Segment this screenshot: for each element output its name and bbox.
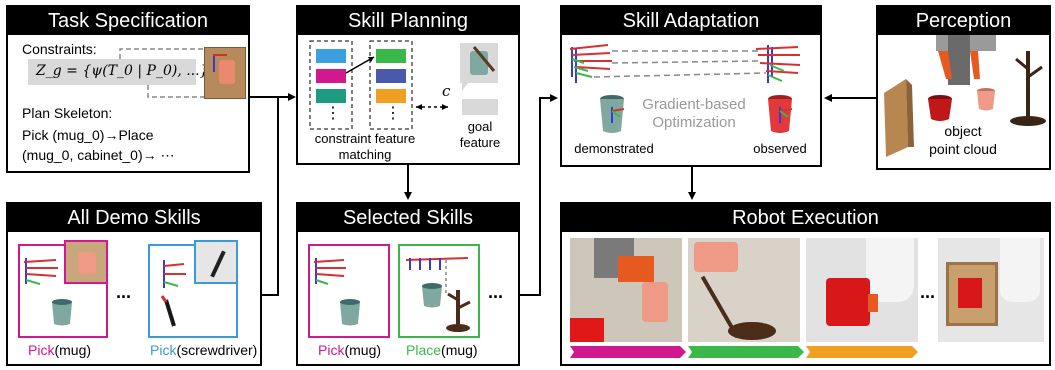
task-specification-panel: Task Specification Constraints: Z_g = {ψ… [6,5,250,173]
adaptation-graphic [569,44,801,133]
goal-feature-caption-1: goal [467,119,493,134]
constraint-formula-box: Z_g = {ψ(T_0 | P_0), ...} [28,59,208,85]
demo-skill-graphics [23,258,186,327]
selected-skills-title: Selected Skills [298,204,518,232]
constraints-label: Constraints: [22,41,97,57]
plan-skeleton-line-1: Pick (mug_0)→Place [22,127,154,143]
selected-pick-mug-icon [340,299,360,326]
selected-place-mug-icon [422,283,442,308]
demonstrated-label: demonstrated [574,141,654,156]
mug-in-cabinet-thumbnail [204,47,246,99]
all-demo-skills-title: All Demo Skills [8,204,260,232]
constraint-dashed-links [119,48,204,98]
selected-skill-graphics [313,257,471,332]
execution-frame-4 [938,238,1044,342]
selected-skill-2-label: Place(mug) [406,342,478,359]
plan-skeleton-line-2: (mug_0, cabinet_0)→ ⋯ [22,147,175,163]
robot-execution-title: Robot Execution [562,204,1049,232]
demo-skill-1-label: Pick(mug) [28,342,91,359]
demo-skill-pick-mug-zoom [64,240,108,284]
demonstrated-mug-icon [600,95,625,133]
selected-skills-panel: Selected Skills [296,202,520,366]
pick-mug-icon [52,299,72,326]
pick-screwdriver-icon [160,295,176,327]
goal-feature-caption-2: feature [459,135,501,150]
selected-skills-dots: ... [488,282,504,302]
feature-block-blue [316,49,346,63]
constraint-formula: Z_g = {ψ(T_0 | P_0), ...} [36,63,209,79]
c-label: c [442,82,451,100]
demo-skill-pick-screwdriver-zoom [194,240,238,284]
feature-block-green [376,49,406,63]
perception-caption-2: point cloud [929,141,997,157]
constraint-matching-caption-2: matching [338,147,392,162]
selected-place-mug-box [398,244,480,338]
pick-phase-arrow [570,346,686,358]
selected-skill-2-verb: Place [406,342,442,358]
selected-pick-mug-box [308,244,390,338]
feature-matching-graphic [309,40,498,130]
execution-progress-arrows [570,346,918,358]
demo-skills-dots: ... [116,282,132,302]
demo-skill-1-object: (mug) [54,342,92,358]
execution-frame-1 [570,238,682,342]
optimization-caption-1: Gradient-based [642,96,746,113]
task-specification-title: Task Specification [8,7,248,35]
pick-mug-gripper-frames [23,258,58,285]
observed-label: observed [753,141,807,156]
feature-block-indigo [376,69,406,83]
observed-mug-icon [768,95,793,133]
place-phase-arrow [688,346,804,358]
selected-skill-1-verb: Pick [318,342,345,358]
skill-adaptation-title: Skill Adaptation [562,7,820,35]
selected-skill-2-object: (mug) [441,342,478,358]
demo-skill-pick-screwdriver-box [148,244,238,338]
demo-skill-2-object: (screwdriver) [176,342,258,358]
selected-place-frames [405,257,469,294]
optimization-caption-2: Optimization [652,114,736,131]
point-cloud-image [884,35,1046,157]
execution-frame-2 [688,238,800,342]
planning-left-ellipsis: ⋮ [325,105,341,122]
feature-block-teal [316,89,346,103]
demo-skill-1-verb: Pick [28,342,55,358]
skill-planning-panel: Skill Planning ⋮ ⋮ c constraint feature … [296,5,520,165]
demo-gripper-frames [569,44,612,83]
goal-feature-block [462,99,498,115]
skill-planning-title: Skill Planning [298,7,518,35]
third-phase-arrow [806,346,918,358]
demo-skill-2-label: Pick(screwdriver) [150,342,257,359]
perception-title: Perception [878,7,1049,35]
perception-panel: Perception object point cloud [876,5,1051,170]
plan-skeleton-label: Plan Skeleton: [22,105,113,121]
selected-skill-1-object: (mug) [344,342,382,358]
observed-gripper-frames [755,45,801,83]
planning-right-ellipsis: ⋮ [385,105,401,122]
demo-skill-2-verb: Pick [150,342,177,358]
execution-dots: ... [920,282,936,302]
demo-skill-pick-mug-box [18,244,108,338]
skill-adaptation-panel: Skill Adaptation [560,5,822,167]
constraint-matching-caption-1: constraint feature [314,131,416,146]
all-demo-skills-panel: All Demo Skills ... Pick(m [6,202,262,366]
execution-frame-3 [806,238,918,342]
robot-execution-panel: Robot Execution ... [560,202,1051,366]
selected-skill-1-label: Pick(mug) [318,342,381,359]
selected-pick-frames [313,258,346,285]
pick-screwdriver-frames [163,260,186,288]
feature-block-pink [316,69,346,83]
perception-caption-1: object [944,123,982,139]
feature-block-orange [376,89,406,103]
selected-mug-tree-icon [446,290,471,332]
